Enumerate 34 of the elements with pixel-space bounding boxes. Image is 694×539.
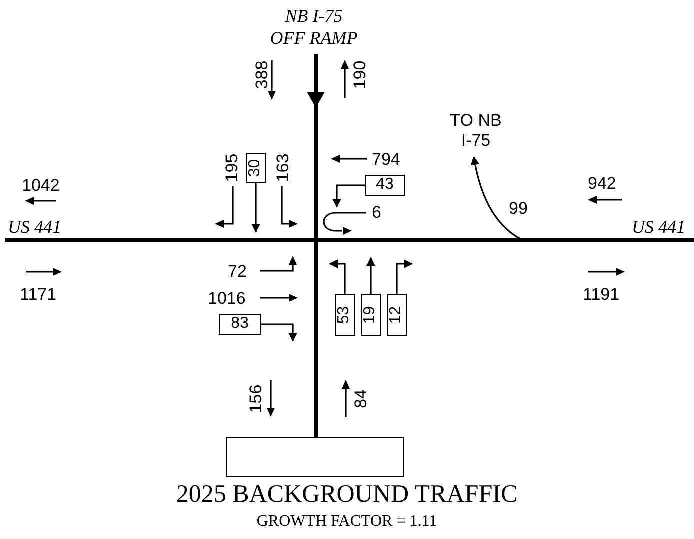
turn-arrow xyxy=(366,257,376,294)
volume-label: 1016 xyxy=(208,290,246,307)
turn-arrow xyxy=(252,183,260,233)
title: 2025 BACKGROUND TRAFFIC xyxy=(175,482,519,507)
volume-label: 163 xyxy=(274,154,292,182)
volume-box: 12 xyxy=(387,294,407,336)
volume-label: 195 xyxy=(224,154,240,182)
road-name: US 441 xyxy=(632,218,686,236)
turn-arrow xyxy=(261,324,298,342)
volume-label: 84 xyxy=(352,390,370,408)
volume-box: 43 xyxy=(365,175,405,196)
volume-label: 6 xyxy=(372,204,382,221)
road-name: US 441 xyxy=(8,218,62,236)
volume-label: 1171 xyxy=(20,286,57,303)
volume-label: 190 xyxy=(352,60,368,90)
sign-box xyxy=(226,437,404,477)
road-name: NB I-75 OFF RAMP xyxy=(269,6,359,50)
turn-arrow xyxy=(329,260,346,294)
volume-label: 156 xyxy=(248,384,264,414)
volume-label: 794 xyxy=(372,151,400,168)
volume-box: 19 xyxy=(361,294,381,336)
turn-arrow xyxy=(332,184,365,208)
caption: GROWTH FACTOR = 1.11 xyxy=(256,514,438,530)
volume-label: 388 xyxy=(254,60,270,90)
volume-box: 83 xyxy=(219,314,261,335)
volume-label: 1191 xyxy=(583,286,620,303)
volume-box: 30 xyxy=(246,153,266,183)
volume-box: 53 xyxy=(335,294,355,336)
edge-label: 99 xyxy=(507,200,530,217)
volume-label: 942 xyxy=(588,175,616,192)
volume-label: 72 xyxy=(228,263,247,280)
turn-arrow xyxy=(396,260,413,294)
volume-label: 1042 xyxy=(22,177,60,194)
turn-arrow xyxy=(471,156,522,241)
